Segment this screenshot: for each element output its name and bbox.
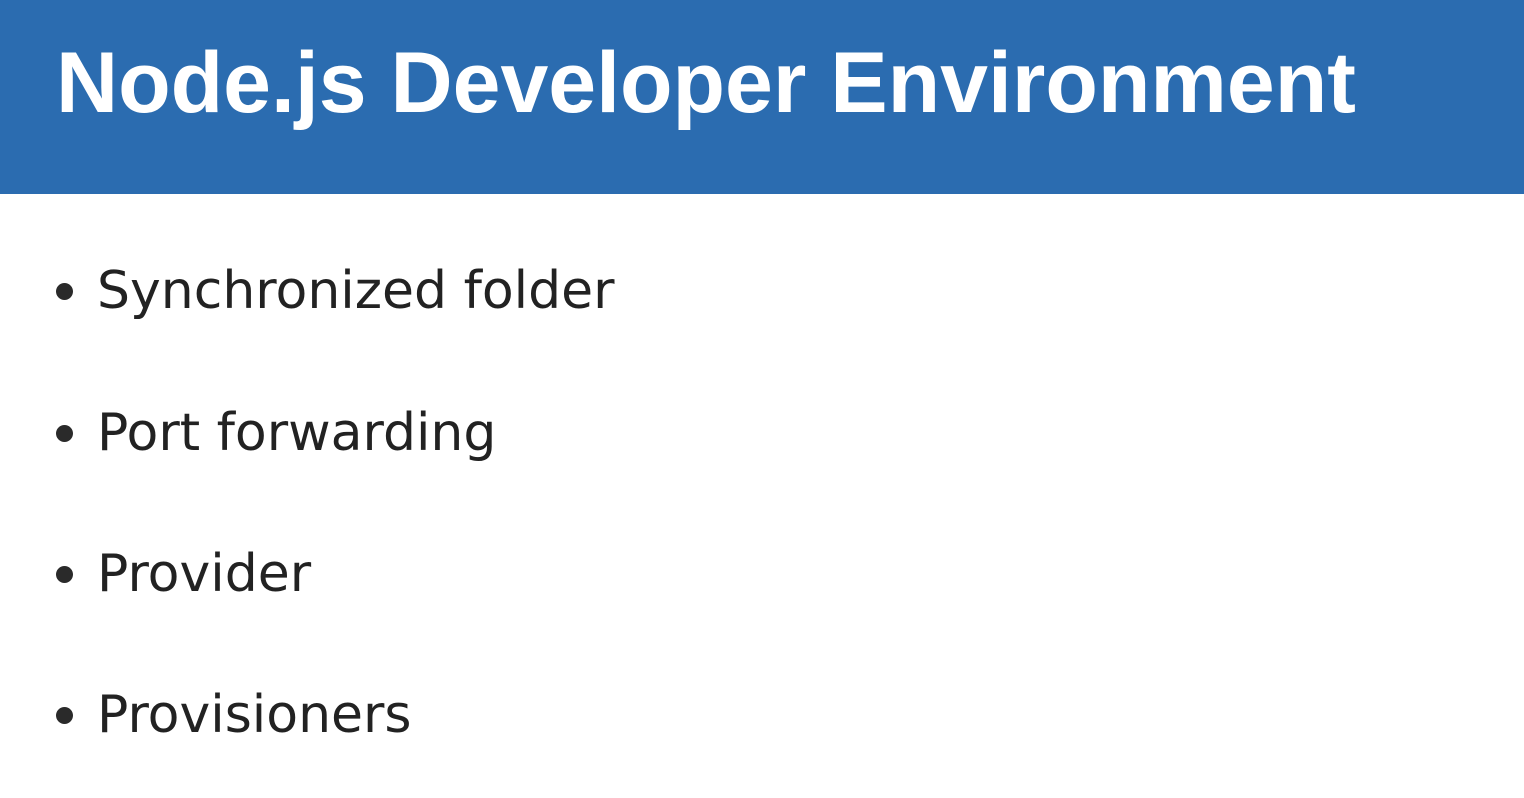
bullet-dot-icon [56, 282, 73, 300]
bullet-dot-icon [56, 424, 73, 442]
title-bar: Node.js Developer Environment [0, 0, 1524, 194]
bullet-text: Port forwarding [97, 403, 497, 463]
bullet-dot-icon [56, 565, 73, 583]
bullet-text: Synchronized folder [97, 261, 615, 321]
bullet-dot-icon [56, 706, 73, 724]
bullet-text: Provisioners [97, 685, 412, 745]
bullet-item: Provisioners [56, 680, 412, 750]
bullet-item: Port forwarding [56, 398, 496, 468]
slide-title: Node.js Developer Environment [56, 35, 1356, 131]
bullet-text: Provider [97, 544, 312, 604]
bullet-item: Provider [56, 539, 311, 609]
bullet-item: Synchronized folder [56, 256, 615, 326]
